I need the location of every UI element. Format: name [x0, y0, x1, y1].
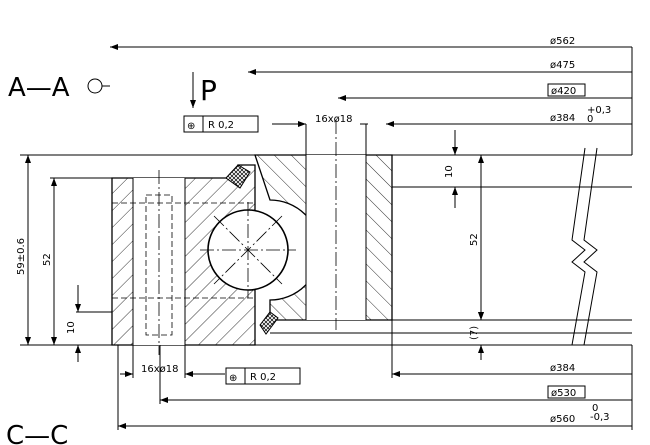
dim-height-right: 52	[469, 233, 480, 246]
dim-d560: ø560	[550, 414, 575, 425]
dim-d560-tol-lower: -0,3	[590, 412, 610, 423]
dim-d560-tol-upper: 0	[592, 403, 598, 414]
section-marker-circle	[87, 78, 103, 94]
dim-height-left: 52	[42, 253, 53, 266]
tolerance-top-symbol: ⊕	[187, 121, 195, 132]
dim-gap-left: 10	[66, 321, 77, 334]
dim-holes-top: 16xø18	[315, 114, 353, 125]
dim-d384-bottom: ø384	[550, 363, 575, 374]
dim-d475: ø475	[550, 60, 575, 71]
tolerance-bottom-value: R 0,2	[250, 372, 276, 383]
outer-ring-section	[111, 164, 256, 355]
dim-d530: ø530	[551, 388, 576, 399]
box-d420	[547, 83, 586, 97]
dim-d384-top: ø384	[550, 113, 575, 124]
seal-bottom	[259, 311, 279, 335]
inner-ring-section	[254, 120, 393, 330]
section-label-bottom: C—C	[6, 421, 68, 445]
break-line-left	[571, 147, 586, 346]
dim-height-total: 59±0.6	[16, 238, 27, 275]
section-label-top: A—A	[8, 73, 70, 103]
dim-d420: ø420	[551, 86, 576, 97]
seal-top	[225, 164, 251, 189]
tolerance-frame-bottom: ⊕ R 0,2	[225, 367, 301, 385]
dim-gap-right: 10	[444, 165, 455, 178]
dim-d384-top-tol-lower: 0	[587, 114, 593, 125]
view-marker-label: P	[200, 74, 217, 107]
dim-d562: ø562	[550, 36, 575, 47]
tolerance-frame-top: ⊕ R 0,2	[183, 115, 259, 133]
dim-d384-top-tol-upper: +0,3	[587, 105, 611, 116]
rolling-ball	[200, 202, 296, 298]
dim-ref7: (7)	[469, 326, 480, 340]
tolerance-top-value: R 0,2	[208, 120, 234, 131]
break-line-right	[583, 147, 598, 346]
tolerance-bottom-symbol: ⊕	[229, 373, 237, 384]
box-d530	[547, 385, 586, 399]
